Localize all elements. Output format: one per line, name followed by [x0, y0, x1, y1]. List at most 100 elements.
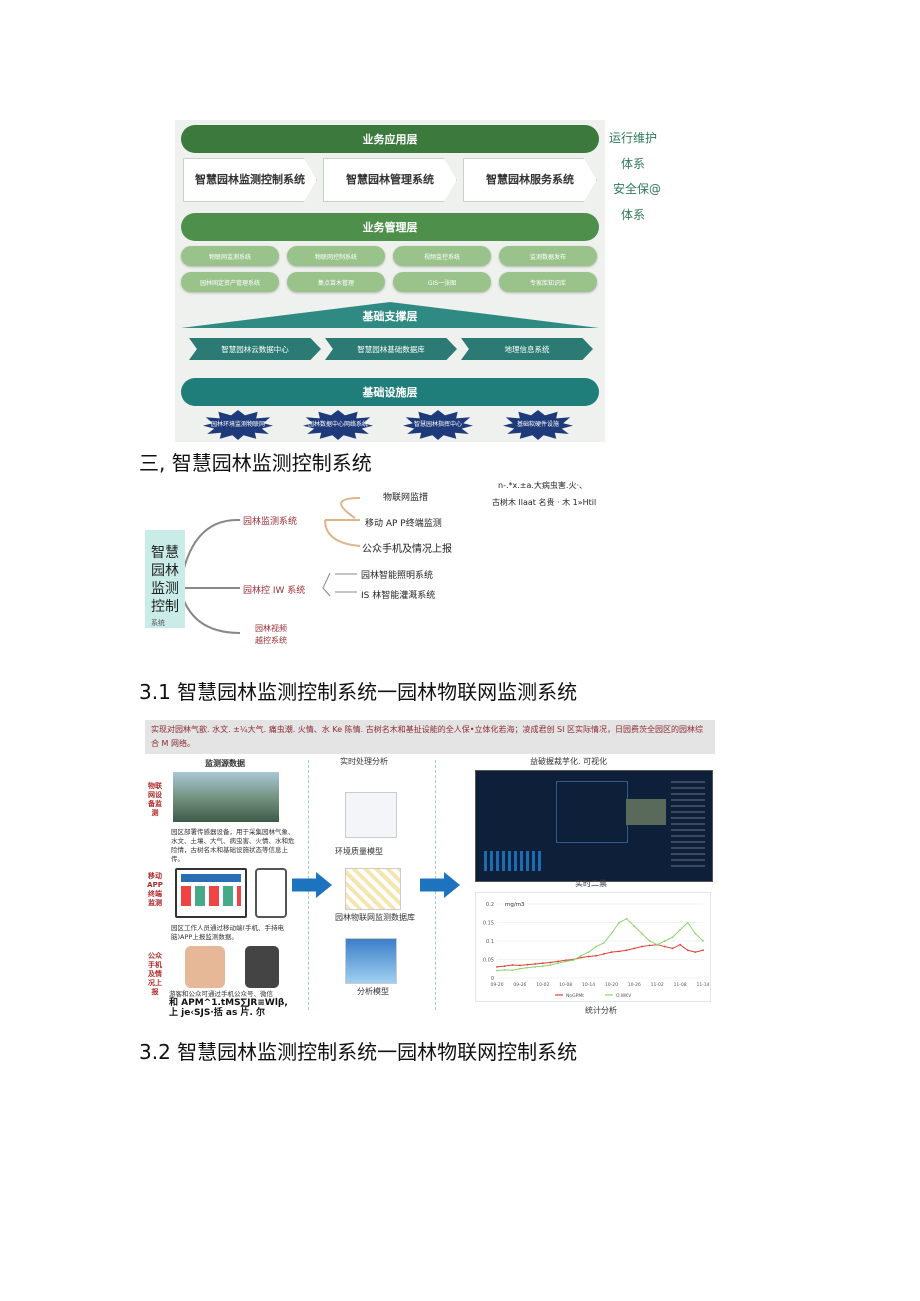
layer-application-bar: 业务应用层	[181, 125, 599, 153]
infra-item-2: 园林数据中心网络系统	[303, 410, 373, 440]
mgmt-pill-3: 视频监控系统	[393, 246, 491, 266]
chart-frame	[475, 892, 711, 1002]
chart-point	[663, 945, 666, 948]
mindmap-child-2: 移动 AP P终端监测	[365, 519, 442, 529]
mindmap-root-tail: 系统	[151, 619, 165, 627]
mindmap: 智慧园林监测控制 系统 园林监测系统 物联网监措 移动 AP P终端监测 公众手…	[145, 478, 615, 648]
side-label-2: 体系	[621, 157, 646, 171]
chart-x-tick-label: 10-08	[559, 982, 572, 988]
flow-arrow-1	[292, 872, 332, 898]
chart-x-tick-label: 09-20	[490, 982, 503, 988]
chart-x-tick-label: 09-26	[513, 982, 526, 988]
chart-y-tick-label: 0	[491, 976, 494, 982]
mindmap-note-line2: 古树木 llaat 名贵 · 木 1»Htil	[492, 498, 597, 507]
chart-caption: 统计分析	[585, 1006, 617, 1015]
mgmt-pill-7: GIS一张图	[393, 272, 491, 292]
chart-y-tick-label: 0.15	[483, 921, 494, 927]
monitor-image	[175, 868, 247, 918]
mindmap-root-label: 智慧园林监测控制	[151, 545, 179, 615]
chart-point	[648, 940, 651, 942]
mgmt-pill-2: 物联网控制系统	[287, 246, 385, 266]
db-map-image	[345, 868, 401, 910]
chart-point	[618, 921, 620, 924]
chart-point	[610, 932, 613, 935]
chart-point	[564, 960, 567, 963]
col-title-sources: 监测源数据	[205, 759, 245, 768]
chart-point	[511, 964, 514, 966]
layer-infrastructure-bar: 基础设施层	[181, 378, 599, 406]
dashboard-screenshot	[475, 770, 713, 882]
chart-point	[648, 944, 651, 947]
chart-point	[663, 940, 666, 942]
heading-3-1: 3.1 智慧园林监测控制系统一园林物联网监测系统	[139, 680, 578, 704]
chart-point	[625, 917, 628, 920]
chart-point	[679, 929, 682, 931]
chart-y-tick-label: 0.1	[486, 939, 494, 945]
chart-point	[526, 963, 529, 966]
mindmap-branch-monitoring: 园林监测系统	[243, 517, 298, 527]
mindmap-branch-control: 园林控 IW 系统	[243, 586, 306, 596]
vlabel-iot-devices: 物联网设备监测	[148, 782, 162, 817]
support-item-1: 智慧园林云数据中心	[189, 338, 321, 360]
mindmap-child-1: 物联网监措	[383, 493, 429, 503]
mindmap-branch-video-1: 园林视频	[255, 624, 287, 633]
chart-legend-label: NoGPMt	[566, 993, 584, 999]
chart-point	[641, 945, 643, 948]
chart-x-tick-label: 10-02	[536, 982, 549, 988]
chart-point	[595, 954, 598, 957]
iot-para-1: 园区部署传感器设备，用于采集园林气象、水文、土壤、大气、病虫害、火情、水和危险情…	[171, 828, 295, 863]
app-box-3: 智慧园林服务系统	[463, 158, 597, 202]
chart-point	[572, 959, 575, 962]
chart-legend-label: O.WKV	[616, 993, 632, 999]
chart-point	[656, 943, 659, 946]
chart-point	[625, 949, 628, 952]
model-analysis: 分析模型	[357, 987, 389, 996]
col-title-analysis: 实时处理分析	[340, 757, 388, 766]
phone-image-2	[245, 946, 279, 988]
chart-point	[541, 962, 544, 965]
chart-point	[686, 949, 689, 952]
chart-point	[541, 965, 544, 968]
lake-photo	[173, 772, 279, 822]
vlabel-mobile-app: 移动APP终端监测	[147, 872, 163, 907]
iot-para-3c: 上 je‹SJS·括 as 片. 尔	[169, 1008, 266, 1018]
chart-point	[580, 956, 582, 959]
env-model-image	[345, 792, 397, 838]
side-label-1: 运行维护	[609, 131, 658, 145]
chart-point	[557, 960, 559, 963]
mgmt-pill-5: 园林固定资产管理系统	[181, 272, 279, 292]
mindmap-child-5: IS 林智能灌溉系统	[361, 591, 436, 601]
chart-point	[618, 950, 620, 953]
chart-point	[518, 964, 521, 967]
iot-para-2: 园区工作人员通过移动端(手机、手持电脑)APP上报监测数据。	[171, 924, 285, 941]
mgmt-pill-4: 监测数据发布	[499, 246, 597, 266]
mgmt-pill-1: 物联网监测系统	[181, 246, 279, 266]
mindmap-branch-video-2: 越控系统	[255, 636, 287, 645]
chart-x-tick-label: 10-26	[628, 982, 641, 988]
mindmap-child-4: 园林智能照明系统	[361, 571, 434, 581]
chart-point	[702, 949, 704, 952]
phone-image	[255, 868, 287, 918]
dashboard-caption: 实时二票	[575, 879, 607, 888]
chart-point	[694, 932, 697, 935]
chart-point	[587, 951, 590, 953]
chart-point	[496, 966, 498, 968]
chart-point	[633, 947, 636, 950]
side-label-3: 安全保@	[613, 182, 662, 196]
infra-item-3: 智慧园林指挥中心	[403, 410, 473, 440]
chart-point	[503, 965, 506, 968]
chart-point	[549, 964, 552, 966]
chart-point	[686, 921, 689, 924]
model-env: 环境质量模型	[335, 847, 383, 856]
flow-arrow-2	[420, 872, 460, 898]
chart-point	[557, 962, 559, 965]
iot-para-3b: 和 APM^1.tMS∑JR≡Wlβ,	[169, 998, 288, 1008]
support-item-2: 智慧园林基础数据库	[325, 338, 457, 360]
chart-x-tick-label: 10-20	[605, 982, 618, 988]
chart-point	[602, 941, 605, 944]
chart-x-tick-label: 10-14	[582, 982, 595, 988]
chart-ylabel: mg/m3	[505, 902, 525, 908]
chart-x-tick-label: 11-14	[696, 982, 709, 988]
mgmt-pill-6: 集点苗木管理	[287, 272, 385, 292]
